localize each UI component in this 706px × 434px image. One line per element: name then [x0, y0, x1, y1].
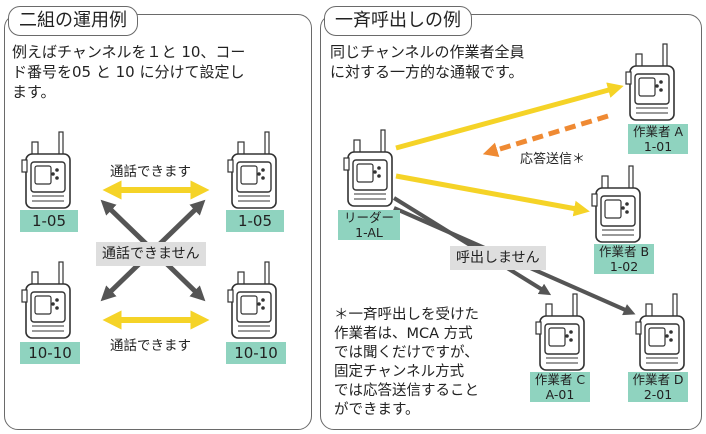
radio-label-top-left: 1-05: [20, 210, 78, 232]
leader-label: リーダー 1-AL: [338, 210, 400, 240]
right-panel-title: 一斉呼出しの例: [324, 6, 472, 36]
no-call-worker-c-arrow: [392, 196, 552, 296]
can-talk-bottom-text: 通話できます: [110, 338, 191, 354]
call-worker-b-arrow: [395, 173, 590, 217]
worker-c-label: 作業者 C A-01: [530, 372, 590, 402]
radio-bottom-right-icon: [227, 261, 277, 339]
radio-label-bottom-right: 10-10: [226, 342, 286, 364]
radio-top-right-icon: [227, 131, 277, 209]
radio-top-left-icon: [21, 131, 71, 209]
worker-a-label: 作業者 A 1-01: [628, 124, 688, 154]
right-description: 同じチャンネルの作業者全員 に対する一方的な通報です。: [330, 43, 525, 81]
reply-label: 応答送信＊: [520, 152, 586, 167]
radio-leader-icon: [343, 129, 393, 207]
radio-bottom-left-icon: [21, 261, 71, 339]
no-call-box: 呼出しません: [450, 246, 546, 270]
worker-d-label: 作業者 D 2-01: [628, 372, 688, 402]
call-worker-a-arrow: [395, 82, 624, 151]
radio-worker-d-icon: [635, 293, 685, 371]
can-talk-top-text: 通話できます: [110, 164, 191, 180]
cannot-talk-box: 通話できません: [96, 242, 206, 266]
radio-worker-b-icon: [591, 165, 641, 243]
radio-worker-a-icon: [625, 43, 675, 121]
radio-label-bottom-left: 10-10: [20, 342, 80, 364]
worker-b-label: 作業者 B 1-02: [594, 244, 654, 274]
left-panel-title: 二組の運用例: [8, 6, 138, 36]
footnote: ＊一斉呼出しを受けた 作業者は、MCA 方式 では聞くだけですが、 固定チャンネ…: [334, 307, 479, 418]
left-description: 例えばチャンネルを１と 10、コー ド番号を05 と 10 に分けて設定し ます…: [12, 43, 246, 101]
radio-worker-c-icon: [535, 293, 585, 371]
radio-label-top-right: 1-05: [226, 210, 284, 232]
reply-arrow: [482, 113, 609, 157]
